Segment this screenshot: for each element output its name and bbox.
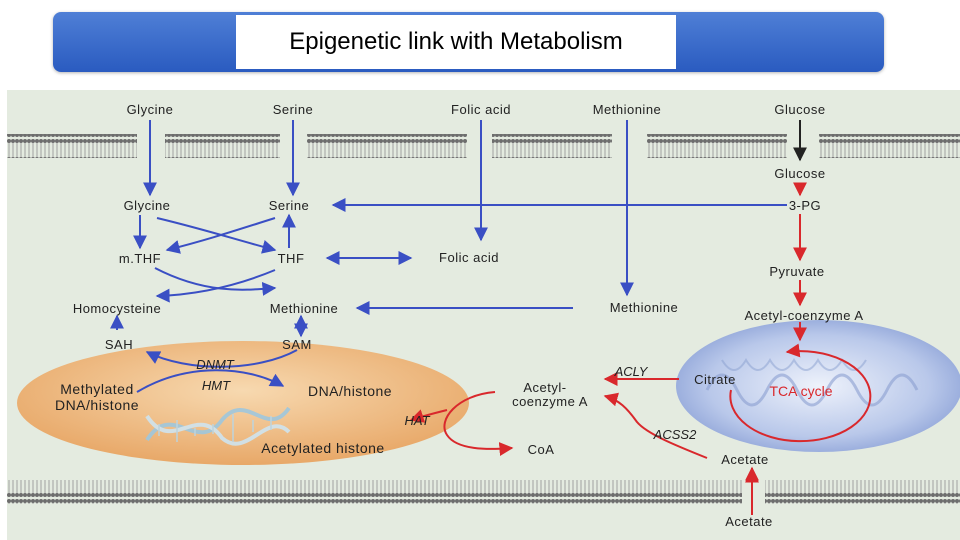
label-thf: THF xyxy=(278,251,305,266)
label-methionine-cytosol: Methionine xyxy=(610,300,679,315)
label-folic-acid: Folic acid xyxy=(439,250,499,265)
label-acetyl: Acetyl- xyxy=(523,380,566,395)
label-hmt: HMT xyxy=(202,378,231,393)
arrow-sam-sah xyxy=(145,349,298,368)
label-folic-acid-extracellular: Folic acid xyxy=(451,102,511,117)
cell-membrane-bottom xyxy=(7,480,960,504)
diagram-background xyxy=(7,90,960,540)
label-glycine: Glycine xyxy=(124,198,171,213)
label-acetate-extracellular: Acetate xyxy=(725,514,773,529)
label-dnmt: DNMT xyxy=(196,357,235,372)
label-serine: Serine xyxy=(269,198,310,213)
nucleus xyxy=(17,341,469,465)
label-acetate: Acetate xyxy=(721,452,769,467)
label-sam: SAM xyxy=(282,337,312,352)
label-methylated: Methylated xyxy=(60,381,133,397)
label-coa: CoA xyxy=(528,442,555,457)
page-title: Epigenetic link with Metabolism xyxy=(236,15,676,69)
mitochondrion xyxy=(676,320,960,452)
tca-cycle-arrow xyxy=(729,343,872,443)
arrow-hat-histone xyxy=(409,409,448,423)
label-glucose: Glucose xyxy=(774,166,825,181)
label-mthf: m.THF xyxy=(119,251,161,266)
label-acss2: ACSS2 xyxy=(653,427,697,442)
label-tca-cycle: TCA cycle xyxy=(769,383,832,399)
label-sah: SAH xyxy=(105,337,133,352)
label-glucose-extracellular: Glucose xyxy=(774,102,825,117)
label-glycine-extracellular: Glycine xyxy=(127,102,174,117)
arrow-methylation xyxy=(136,369,285,393)
label-citrate: Citrate xyxy=(694,372,736,387)
label-acetyl-coa-mito: Acetyl-coenzyme A xyxy=(744,308,863,323)
label-acetylated-histone: Acetylated histone xyxy=(261,440,384,456)
metabolism-diagram: Glycine Serine Folic acid Methionine Glu… xyxy=(7,90,960,540)
label-methionine: Methionine xyxy=(270,301,339,316)
label-methylated-dna: DNA/histone xyxy=(55,397,139,413)
label-3pg: 3-PG xyxy=(789,198,821,213)
dna-helix-icon xyxy=(145,406,291,446)
label-dna-histone: DNA/histone xyxy=(308,383,392,399)
arrow-acetate-acetylcoa xyxy=(603,392,708,459)
arrow-thf-homocysteine xyxy=(155,269,276,303)
cell-membrane-top xyxy=(7,134,960,158)
label-homocysteine: Homocysteine xyxy=(73,301,161,316)
arrow-cross-2 xyxy=(165,217,276,254)
label-pyruvate: Pyruvate xyxy=(769,264,824,279)
label-serine-extracellular: Serine xyxy=(273,102,314,117)
label-hat: HAT xyxy=(404,413,430,428)
label-methionine-extracellular: Methionine xyxy=(593,102,662,117)
label-acly: ACLY xyxy=(614,364,649,379)
arrow-mthf-loop xyxy=(154,267,277,296)
label-coenzyme-a: coenzyme A xyxy=(512,394,588,409)
arrow-hat-cycle xyxy=(443,391,514,456)
